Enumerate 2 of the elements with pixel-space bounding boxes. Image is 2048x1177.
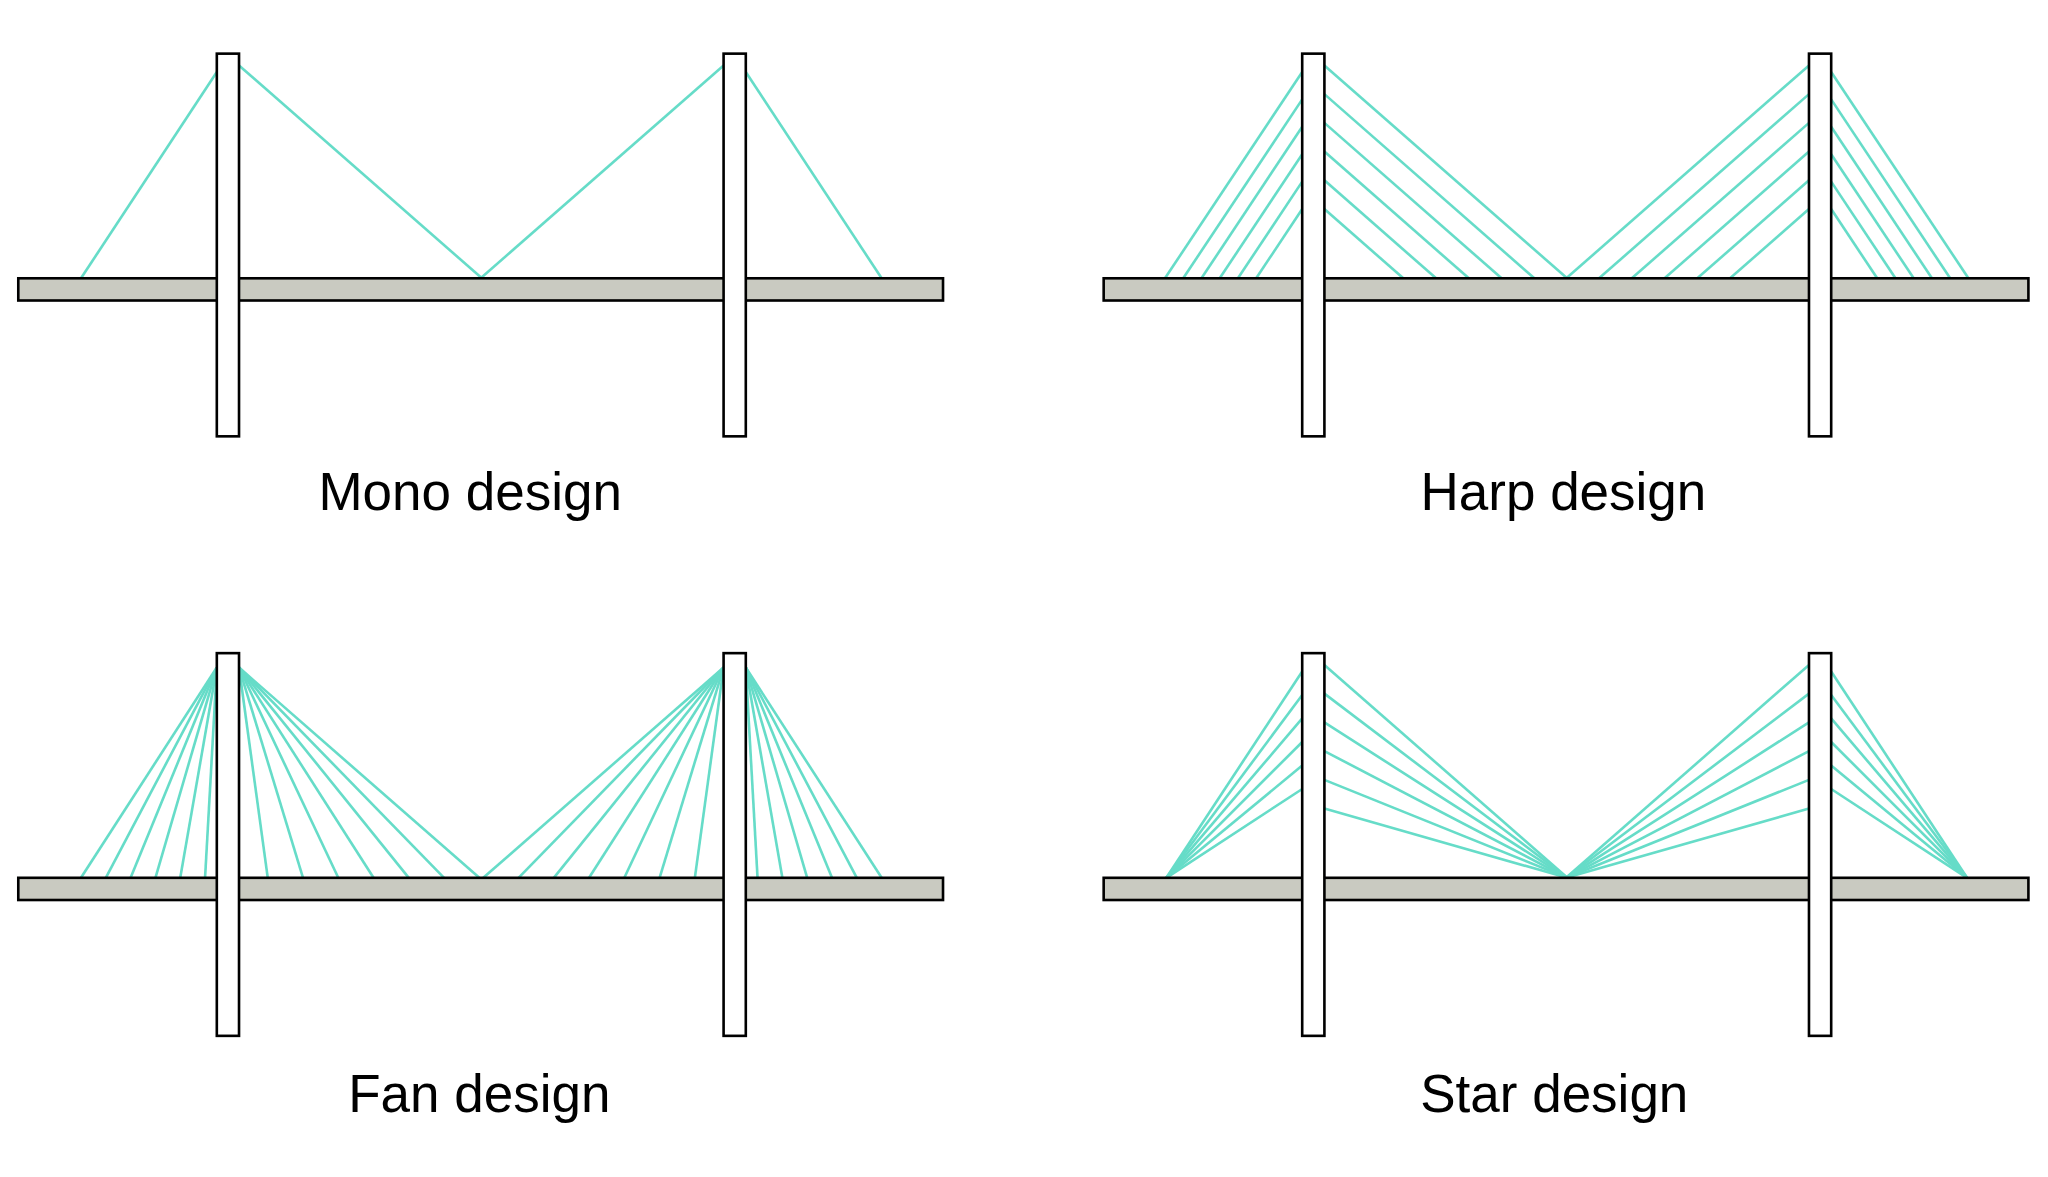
design-caption: Fan design — [348, 1067, 611, 1121]
design-caption: Star design — [1420, 1067, 1689, 1121]
